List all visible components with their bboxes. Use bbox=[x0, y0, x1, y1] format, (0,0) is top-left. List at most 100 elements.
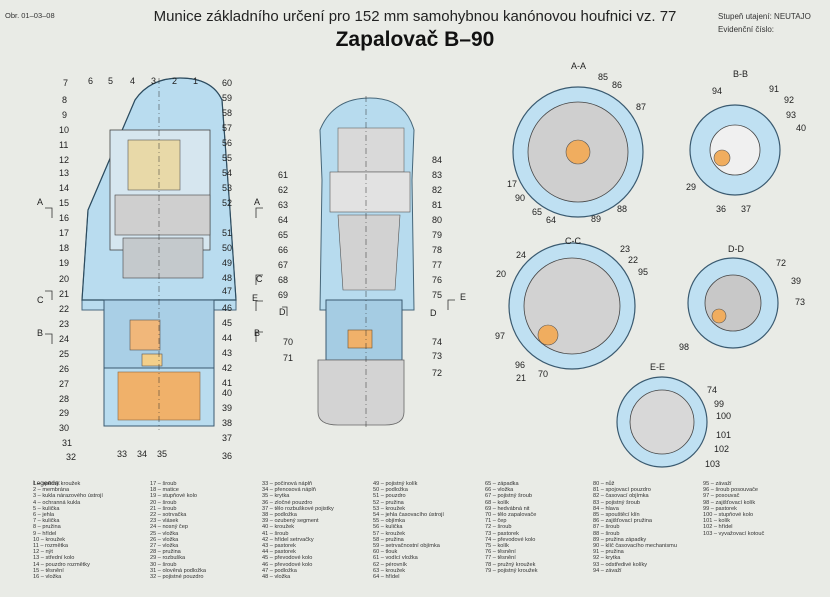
legend-item: 100 – stupňové kolo bbox=[703, 512, 754, 519]
label: 103 bbox=[705, 459, 720, 469]
label: 14 bbox=[59, 183, 69, 193]
section-title: A-A bbox=[571, 61, 586, 71]
label: 64 bbox=[546, 215, 556, 225]
label: 95 bbox=[638, 267, 648, 277]
label: 33 bbox=[117, 449, 127, 459]
label: 100 bbox=[716, 411, 731, 421]
label: 62 bbox=[278, 185, 288, 195]
legend-item: 14 – pouzdro rozmětky bbox=[33, 561, 90, 568]
legend-item: 38 – podložka bbox=[262, 512, 297, 519]
label: 30 bbox=[59, 423, 69, 433]
legend-item: 74 – převodové kolo bbox=[485, 536, 536, 543]
section-ee bbox=[616, 376, 708, 468]
left-fuze-section bbox=[81, 77, 237, 430]
page-title: Munice základního určení pro 152 mm samo… bbox=[153, 8, 677, 25]
legend-item: 18 – matice bbox=[150, 487, 179, 494]
label: 23 bbox=[620, 244, 630, 254]
label: 56 bbox=[222, 138, 232, 148]
section-cc bbox=[508, 242, 636, 370]
label: 79 bbox=[432, 230, 442, 240]
legend-item: 76 – těsnění bbox=[485, 549, 516, 556]
label: 22 bbox=[628, 255, 638, 265]
label: 26 bbox=[59, 364, 69, 374]
cut-letter: D bbox=[279, 307, 286, 317]
legend-item: 43 – pastorek bbox=[262, 543, 296, 550]
label: 93 bbox=[786, 110, 796, 120]
label: 98 bbox=[679, 342, 689, 352]
label: 27 bbox=[59, 379, 69, 389]
label: 11 bbox=[59, 140, 68, 150]
legend-item: 72 – šroub bbox=[485, 524, 512, 531]
legend-item: 61 – vodící vložka bbox=[373, 555, 418, 562]
legend-item: 91 – pružina bbox=[593, 549, 624, 556]
label: 73 bbox=[795, 297, 805, 307]
legend-item: 92 – krytka bbox=[593, 555, 621, 562]
label: 23 bbox=[59, 319, 69, 329]
legend-item: 41 – šroub bbox=[262, 530, 289, 537]
legend-item: 98 – zajišťovací kolík bbox=[703, 499, 756, 506]
legend-item: 31 – olověná podložka bbox=[150, 567, 206, 574]
label: 101 bbox=[716, 430, 731, 440]
label: 55 bbox=[222, 153, 232, 163]
label: 40 bbox=[796, 123, 806, 133]
legend-item: 25 – vložka bbox=[150, 530, 179, 537]
label: 48 bbox=[222, 273, 232, 283]
cut-letter: B bbox=[254, 328, 260, 338]
section-dd bbox=[687, 257, 779, 349]
legend-item: 54 – jehla časovacího ústrojí bbox=[373, 512, 444, 519]
label: 29 bbox=[59, 408, 69, 418]
legend-item: 80 – nůž bbox=[593, 481, 615, 487]
legend-item: 65 – západka bbox=[485, 481, 519, 487]
legend-item: 77 – těsnění bbox=[485, 555, 516, 562]
legend-item: 32 – pojistné pouzdro bbox=[150, 574, 204, 581]
legend-item: 102 – hřídel bbox=[703, 524, 733, 531]
label: 88 bbox=[617, 204, 627, 214]
label: 57 bbox=[222, 123, 232, 133]
label: 86 bbox=[612, 80, 622, 90]
label: 52 bbox=[222, 198, 232, 208]
label: 65 bbox=[278, 230, 288, 240]
label: 10 bbox=[59, 125, 69, 135]
label: 49 bbox=[222, 258, 232, 268]
legend-item: 81 – spojovací pouzdro bbox=[593, 487, 651, 494]
legend-item: 12 – nýt bbox=[33, 549, 53, 556]
legend-item: 8 – pružina bbox=[33, 524, 61, 531]
label: 17 bbox=[59, 228, 69, 238]
legend-item: 71 – čep bbox=[485, 518, 507, 525]
label: 47 bbox=[222, 286, 232, 296]
legend-item: 64 – hřídel bbox=[373, 574, 400, 581]
label: 63 bbox=[278, 200, 288, 210]
legend-item: 70 – tělo zapalovače bbox=[485, 512, 537, 519]
legend-item: 2 – membrána bbox=[33, 487, 70, 494]
label: 2 bbox=[172, 76, 177, 86]
label: 20 bbox=[59, 274, 69, 284]
legend-item: 5 – kulička bbox=[33, 505, 60, 512]
legend-item: 89 – pružina západky bbox=[593, 536, 647, 543]
legend-item: 37 – tělo rozbuškové pojistky bbox=[262, 505, 334, 512]
legend-item: 55 – objímka bbox=[373, 518, 406, 525]
label: 69 bbox=[278, 290, 288, 300]
label: 31 bbox=[62, 438, 72, 448]
legend-item: 83 – pojistný šroub bbox=[593, 499, 640, 506]
figure-ref: Obr. 01–03–08 bbox=[5, 11, 55, 20]
label: 53 bbox=[222, 183, 232, 193]
label: 65 bbox=[532, 207, 542, 217]
legend-item: 4 – ochranná kukla bbox=[33, 499, 81, 506]
legend-item: 53 – kroužek bbox=[373, 505, 406, 512]
legend-item: 30 – šroub bbox=[150, 561, 177, 568]
page-subtitle: Zapalovač B–90 bbox=[335, 28, 495, 51]
label: 18 bbox=[59, 243, 69, 253]
section-title: B-B bbox=[733, 69, 748, 79]
legend-item: 34 – přenosová náplň bbox=[262, 487, 316, 494]
label: 54 bbox=[222, 168, 232, 178]
label: 39 bbox=[222, 403, 232, 413]
label: 1 bbox=[193, 76, 198, 86]
label: 29 bbox=[686, 182, 696, 192]
label: 6 bbox=[88, 76, 93, 86]
label: 41 bbox=[222, 378, 232, 388]
cut-letter: B bbox=[37, 328, 43, 338]
legend-item: 46 – převodové kolo bbox=[262, 561, 313, 568]
legend-item: 10 – kroužek bbox=[33, 536, 66, 543]
